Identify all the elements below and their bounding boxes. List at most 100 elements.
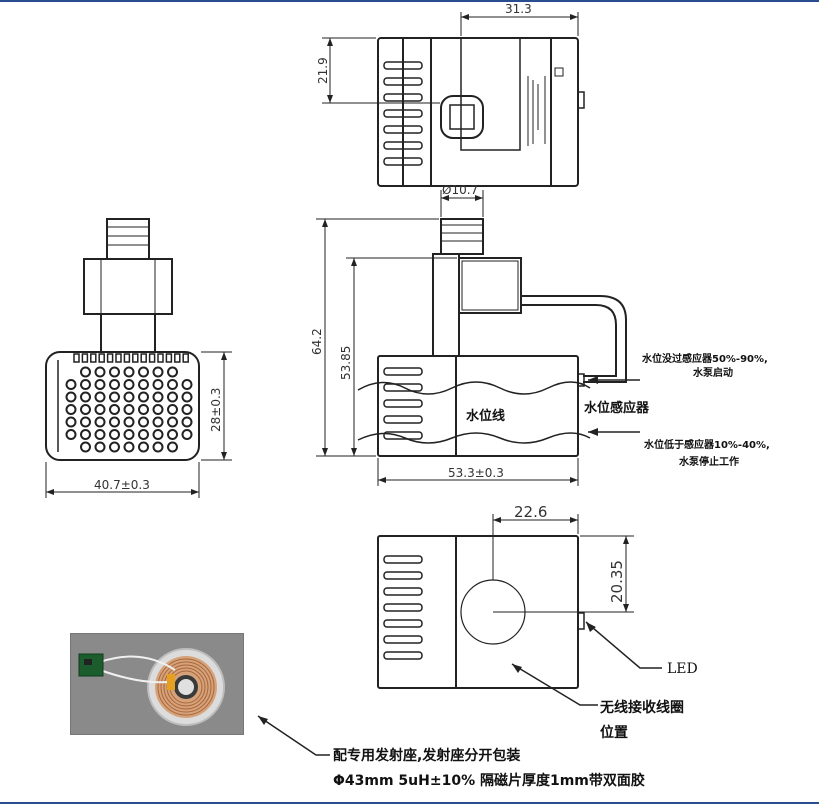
bottom-border [0,802,819,804]
vent-hole [181,379,193,390]
note-line1: 配专用发射座,发射座分开包装 [333,747,521,764]
vent-hole [167,416,178,428]
arrowheads [46,14,629,612]
note-line2: Φ43mm 5uH±10% 隔磁片厚度1mm带双面胶 [333,772,645,789]
vent-hole [65,429,77,440]
dim-body-height: 53.85 [339,346,353,380]
front-view-body [45,351,200,461]
comb-tooth [182,353,189,363]
comb-tooth [90,353,97,363]
vent-hole [80,391,91,403]
vent-hole [123,416,135,428]
side-view-elbow [458,257,522,314]
comb-tooth [165,353,173,363]
side-view-body [377,355,579,457]
water-line-lower [357,432,591,444]
dim-total-height: 64.2 [310,328,324,355]
comb-tooth [115,353,122,363]
vent-hole [152,379,164,390]
vent-hole [167,441,178,453]
top-view-label-plate [527,67,564,146]
vent-hole [167,391,178,403]
top-view-led [577,91,585,109]
sensor-cable [521,295,627,383]
top-view-outlet-frame [460,38,521,151]
vent-hole [138,379,149,390]
dim-coil-x: 22.6 [514,503,547,521]
dimension-texts: 31.3 21.9 Ø10.7 64.2 53.85 53.3±0.3 40.7… [94,2,626,603]
top-border [0,0,819,2]
side-view-vents [383,367,423,440]
front-view-nozzle [106,218,150,260]
comb-tooth [140,353,147,363]
label-water-line: 水位线 [466,408,505,424]
leader-lines [257,379,662,756]
vent-hole [138,391,149,403]
vent-hole [80,429,91,440]
vent-hole [94,429,106,440]
front-view [45,218,200,461]
vent-hole [123,391,135,403]
vent-hole [152,441,164,453]
vent-hole [138,429,149,440]
vent-hole [80,416,91,428]
leader-coil [511,663,598,706]
front-view-elbow [83,258,173,315]
vent-hole [94,379,106,390]
side-view [357,218,627,457]
vent-hole [123,441,135,453]
side-view-pipe [432,253,460,357]
vent-hole [109,379,120,390]
comb-tooth [81,353,89,363]
comb-tooth [148,353,156,363]
label-coil-line2: 位置 [600,724,628,741]
dim-top-height: 21.9 [316,57,330,84]
vent-hole [167,366,178,378]
vent-hole [65,416,77,428]
vent-hole [65,379,77,390]
dim-pipe-diameter: Ø10.7 [442,183,478,197]
top-view-outlet [440,95,484,139]
comb-tooth [73,353,80,363]
vent-hole [109,391,120,403]
comb-tooth [98,353,105,363]
vent-hole [80,379,91,390]
comb-tooth [123,353,131,363]
vent-hole [181,416,193,428]
comb-tooth [174,353,181,363]
label-led: LED [667,661,698,677]
vent-hole [181,391,193,403]
vent-hole [123,366,135,378]
vent-hole [94,391,106,403]
vent-hole [167,379,178,390]
transmitter-coil-photo [70,633,244,735]
front-view-vent-holes [65,366,193,453]
dim-side-width: 53.3±0.3 [448,466,504,480]
dimension-lines [45,12,634,613]
vent-hole [138,366,149,378]
annotation-labels: 水位没过感应器50%-90%, 水泵启动 水位线 水位感应器 水位低于感应器10… [333,352,770,789]
vent-hole [181,429,193,440]
dim-front-height: 28±0.3 [209,388,223,432]
vent-hole [109,441,120,453]
label-sensor-start: 水位没过感应器50%-90%, [641,352,768,365]
dim-top-width: 31.3 [505,2,532,16]
vent-hole [65,404,77,415]
vent-hole [167,404,178,415]
vent-hole [109,366,120,378]
bottom-view-led [577,612,585,630]
label-sensor: 水位感应器 [584,400,650,416]
vent-hole [123,429,135,440]
label-pump-start: 水泵启动 [692,366,733,379]
vent-hole [152,366,164,378]
vent-hole [109,429,120,440]
vent-hole [94,366,106,378]
vent-hole [138,416,149,428]
label-pump-stop: 水泵停止工作 [678,455,739,468]
side-view-nozzle [440,218,484,255]
bottom-view-vents [383,555,423,660]
vent-hole [109,404,120,415]
leader-transmitter [257,715,330,756]
vent-hole [80,441,91,453]
